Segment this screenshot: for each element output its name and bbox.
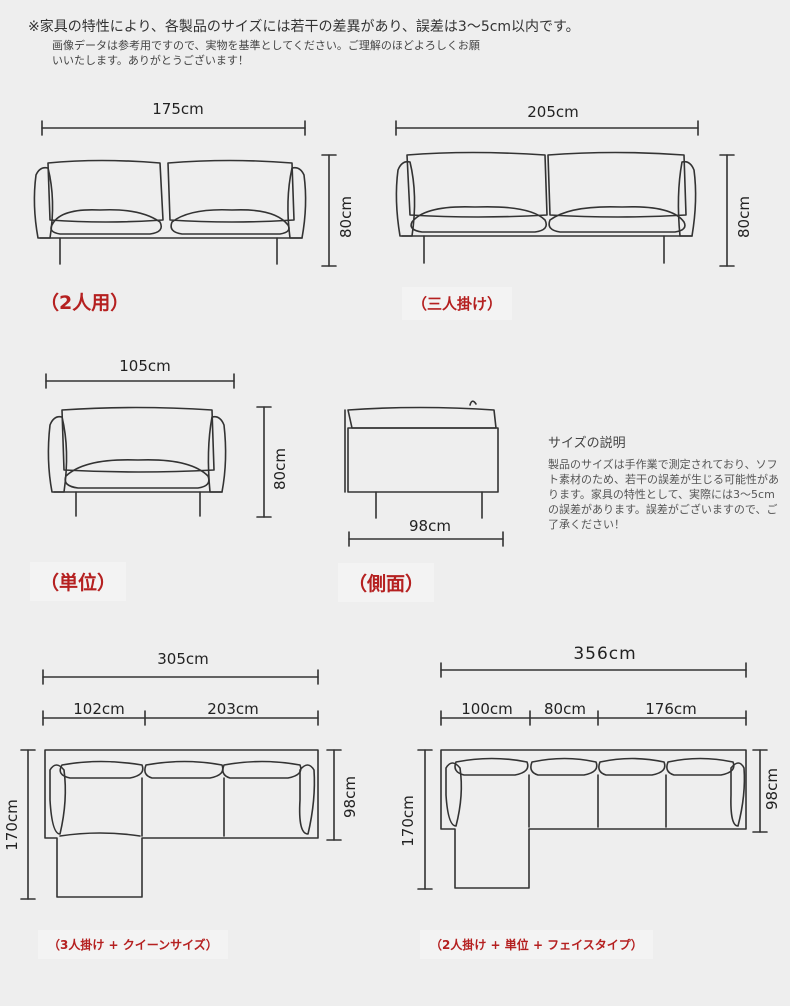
size-info-body: 製品のサイズは手作業で測定されており、ソフト素材のため、若干の誤差が生じる可能性… bbox=[548, 458, 779, 531]
size-note-secondary: 画像データは参考用ですので、実物を基準としてください。ご理解のほどよろしくお願い… bbox=[52, 39, 480, 67]
lshape-2-length: 170cm bbox=[399, 795, 417, 847]
sofa-single-drawing bbox=[45, 373, 272, 518]
lshape-1-depth: 98cm bbox=[341, 776, 359, 818]
lshape-2-part3-width: 176cm bbox=[645, 700, 697, 718]
sofa-2seat-drawing bbox=[33, 120, 337, 267]
sofa-3seat-drawing bbox=[395, 120, 735, 267]
lshape-2-drawing bbox=[417, 662, 768, 890]
size-info-title: サイズの説明 bbox=[548, 436, 626, 451]
lshape-2-part2-width: 80cm bbox=[544, 700, 586, 718]
sofa-side-label: （側面） bbox=[338, 563, 435, 602]
lshape-1-part1-width: 102cm bbox=[73, 700, 125, 718]
sofa-2seat-label: （2人用） bbox=[40, 292, 130, 314]
sofa-3seat-width: 205cm bbox=[527, 103, 579, 121]
lshape-2-part1-width: 100cm bbox=[461, 700, 513, 718]
lshape-1-total-width: 305cm bbox=[157, 650, 209, 668]
sofa-single-width: 105cm bbox=[119, 357, 171, 375]
lshape-2-depth: 98cm bbox=[763, 768, 781, 810]
sofa-side-depth: 98cm bbox=[409, 517, 451, 535]
sofa-single-height: 80cm bbox=[271, 448, 289, 490]
lshape-2-label: （2人掛け + 単位 + フェイスタイプ） bbox=[420, 930, 653, 959]
lshape-1-drawing bbox=[20, 669, 342, 900]
sofa-3seat-label: （三人掛け） bbox=[402, 287, 513, 320]
lshape-1-part2-width: 203cm bbox=[207, 700, 259, 718]
sofa-2seat-width: 175cm bbox=[152, 100, 204, 118]
size-note-primary: ※家具の特性により、各製品のサイズには若干の差異があり、誤差は3～5cm以内です… bbox=[28, 19, 580, 35]
sofa-2seat-height: 80cm bbox=[337, 196, 355, 238]
sofa-3seat-height: 80cm bbox=[735, 196, 753, 238]
lshape-2-total-width: 356cm bbox=[573, 644, 637, 664]
sofa-side-drawing bbox=[344, 400, 504, 547]
lshape-1-length: 170cm bbox=[3, 799, 21, 851]
sofa-single-label: （単位） bbox=[30, 562, 127, 601]
lshape-1-label: （3人掛け + クイーンサイズ） bbox=[38, 930, 228, 959]
